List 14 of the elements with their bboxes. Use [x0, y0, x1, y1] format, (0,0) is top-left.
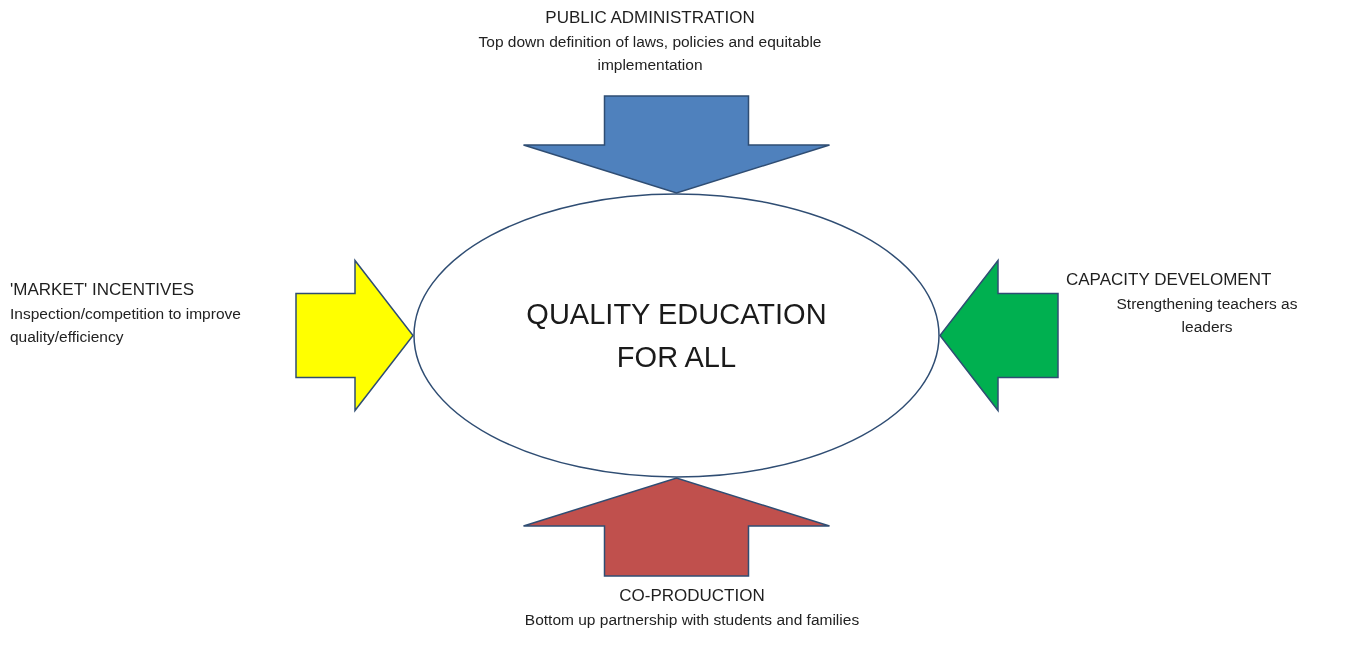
category-description: Top down definition of laws, policies and equitable implementation	[477, 31, 823, 76]
category-heading: CAPACITY DEVELOMENT	[1066, 269, 1272, 291]
category-heading: 'MARKET' INCENTIVES	[10, 279, 195, 301]
block-arrow	[522, 95, 831, 194]
block-arrow	[522, 477, 831, 577]
category-description: Inspection/competition to improve quality/efficiency	[10, 303, 242, 348]
center-title: QUALITY EDUCATION FOR ALL	[525, 297, 828, 375]
category-description: Bottom up partnership with students and families	[524, 609, 860, 630]
category-heading: CO-PRODUCTION	[619, 585, 765, 607]
oval-node	[413, 193, 940, 478]
category-description: Strengthening teachers as leaders	[1115, 293, 1299, 338]
block-arrow	[939, 258, 1059, 413]
block-arrow	[295, 258, 414, 413]
category-heading: PUBLIC ADMINISTRATION	[545, 7, 755, 29]
